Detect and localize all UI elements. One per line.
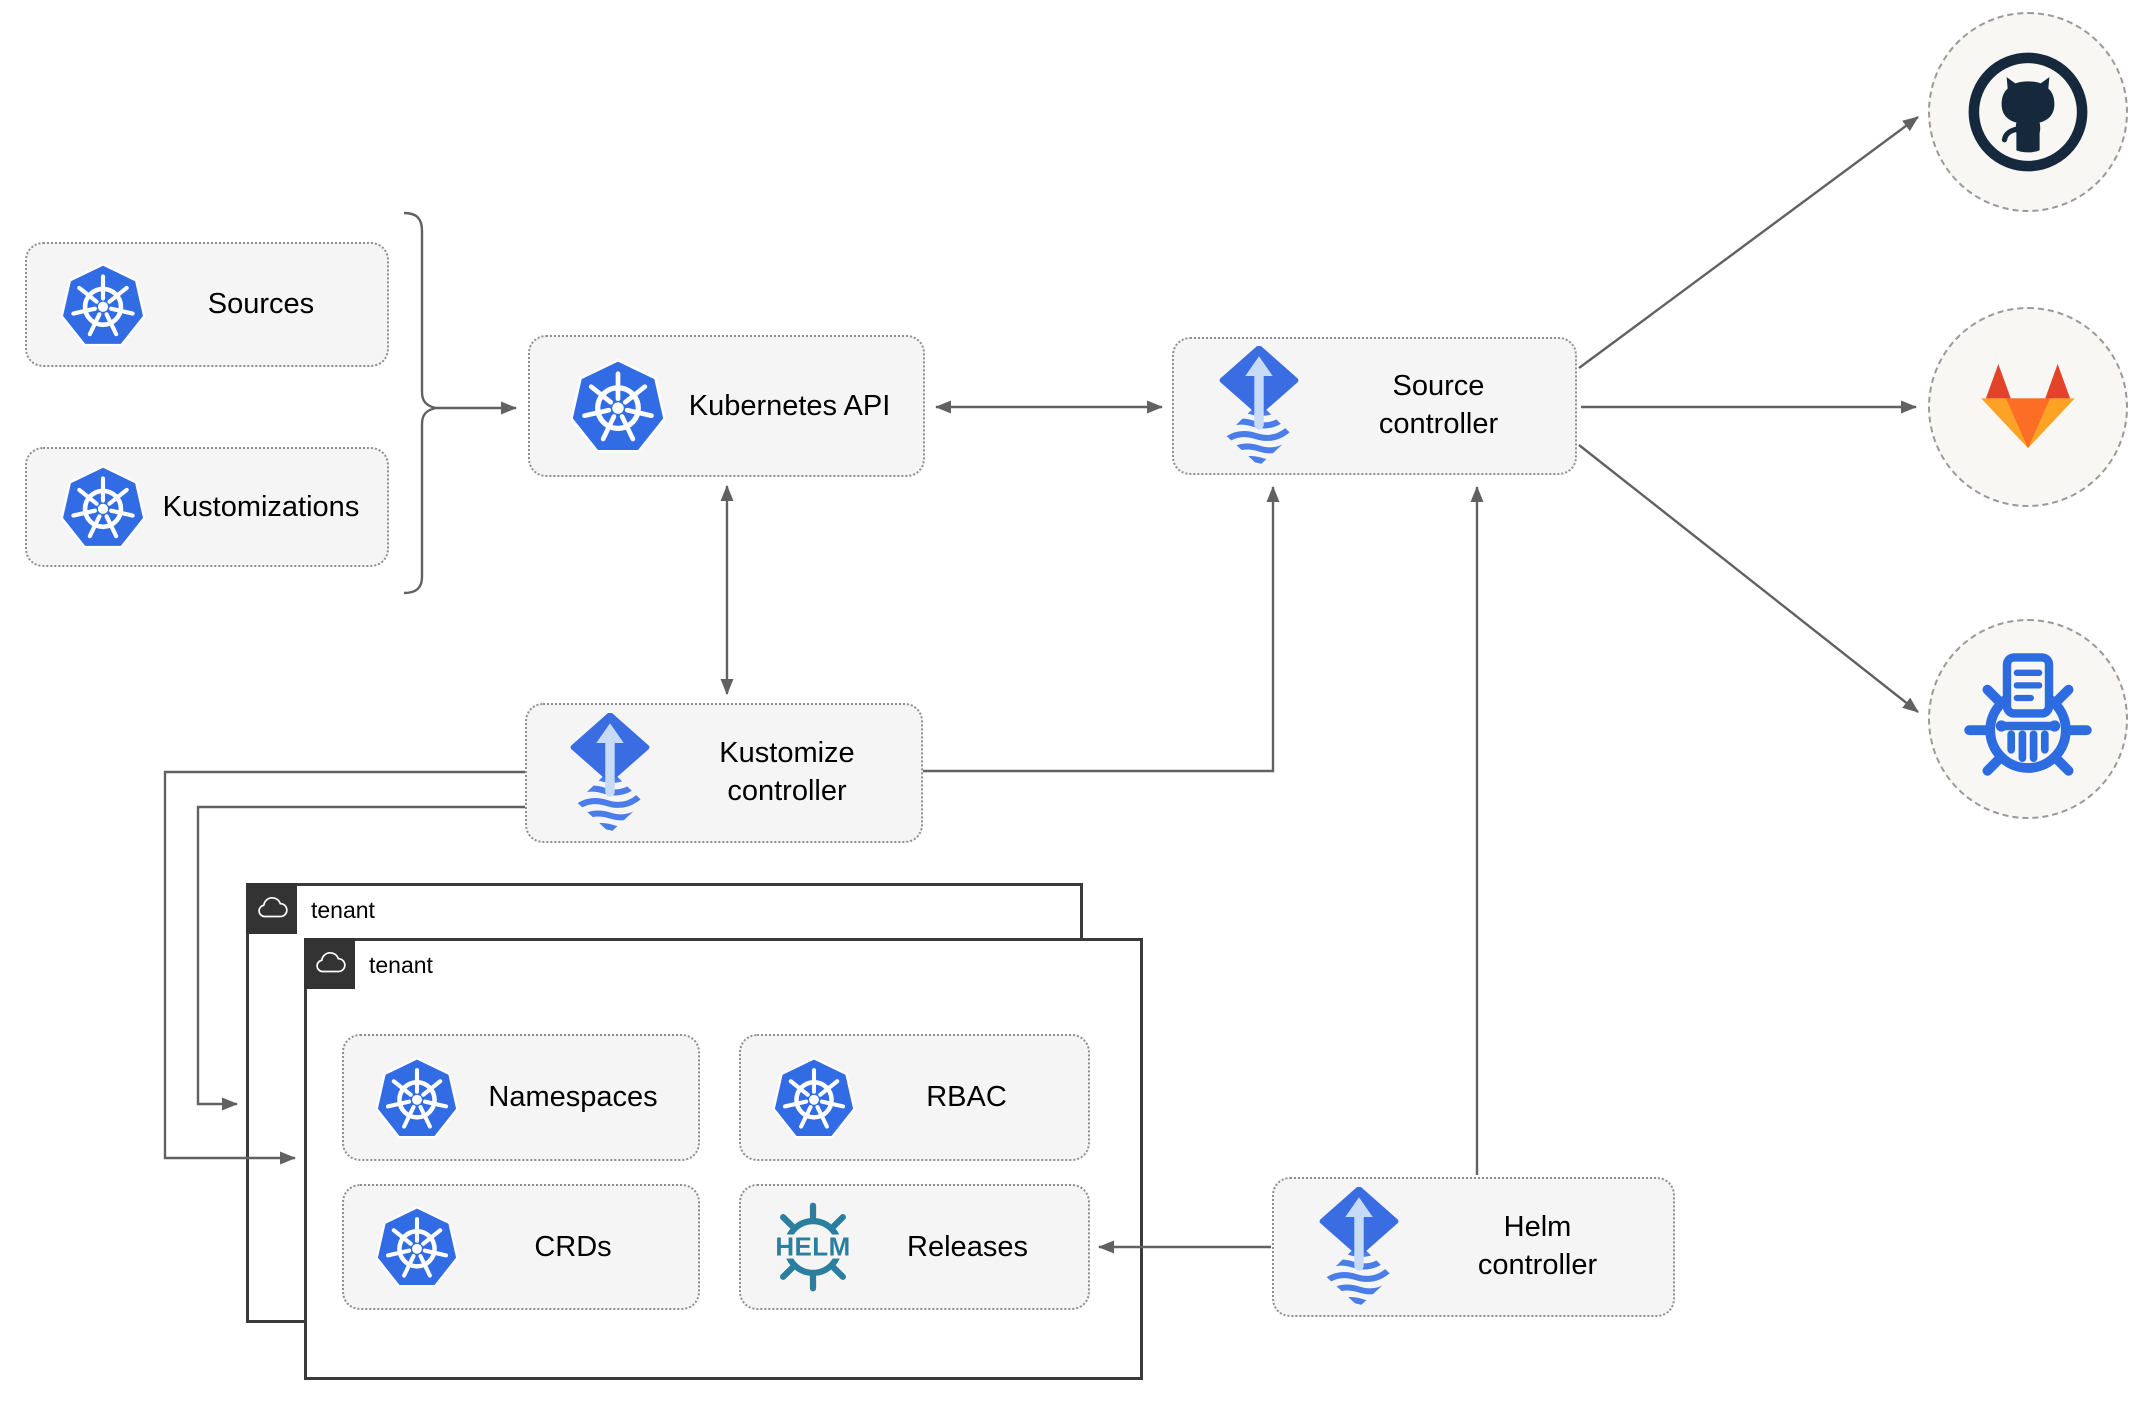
helm-logo-text: HELM xyxy=(775,1233,850,1261)
node-label: Kustomize controller xyxy=(719,737,855,807)
node-rbac[interactable]: RBAC xyxy=(739,1034,1090,1161)
bracket-brace xyxy=(403,211,437,595)
node-kustomize-controller[interactable]: Kustomize controller xyxy=(525,703,923,843)
node-label: Source controller xyxy=(1378,370,1499,440)
flux-icon xyxy=(567,713,653,833)
endpoint-gitlab[interactable] xyxy=(1928,307,2128,507)
tenant-tab xyxy=(246,883,297,934)
node-sources[interactable]: Sources xyxy=(25,242,389,367)
node-kubernetes-api[interactable]: Kubernetes API xyxy=(528,335,925,477)
node-label: Releases xyxy=(907,1230,1028,1263)
kubernetes-icon xyxy=(566,354,670,458)
flux-icon xyxy=(1316,1187,1402,1307)
kubernetes-icon xyxy=(372,1202,462,1292)
node-label: Kubernetes API xyxy=(688,389,891,422)
node-label: RBAC xyxy=(926,1081,1007,1113)
cloud-icon xyxy=(313,950,347,977)
cloud-icon xyxy=(255,895,289,922)
edge-source-controller-chart-repository xyxy=(1578,444,1919,713)
node-label: Sources xyxy=(207,288,315,320)
node-releases[interactable]: HELM Releases xyxy=(739,1184,1090,1310)
edge-kustomize-controller-source-controller xyxy=(923,486,1280,773)
node-label: Namespaces xyxy=(488,1081,658,1113)
tenant-label: tenant xyxy=(369,952,433,978)
gitlab-icon xyxy=(1981,363,2075,449)
kubernetes-icon xyxy=(57,259,149,351)
node-label: Kustomizations xyxy=(162,490,360,523)
node-crds[interactable]: CRDs xyxy=(342,1184,700,1310)
endpoint-github[interactable] xyxy=(1928,12,2128,212)
kubernetes-icon xyxy=(57,461,149,553)
endpoint-chart-repository[interactable] xyxy=(1928,619,2128,819)
edge-source-controller-github xyxy=(1578,116,1919,369)
github-icon xyxy=(1968,52,2088,172)
node-helm-controller[interactable]: Helm controller xyxy=(1272,1177,1675,1317)
node-source-controller[interactable]: Source controller xyxy=(1172,337,1577,475)
kubernetes-icon xyxy=(769,1053,859,1143)
node-label: CRDs xyxy=(534,1230,612,1263)
tenant-tab xyxy=(304,938,355,989)
helm-icon: HELM xyxy=(765,1202,861,1292)
flux-icon xyxy=(1216,346,1302,466)
node-label: Helm controller xyxy=(1477,1211,1598,1281)
tenant-label: tenant xyxy=(311,897,375,923)
kubernetes-icon xyxy=(372,1053,462,1143)
node-kustomizations[interactable]: Kustomizations xyxy=(25,447,389,567)
node-namespaces[interactable]: Namespaces xyxy=(342,1034,700,1161)
chart-repository-icon xyxy=(1964,653,2092,776)
